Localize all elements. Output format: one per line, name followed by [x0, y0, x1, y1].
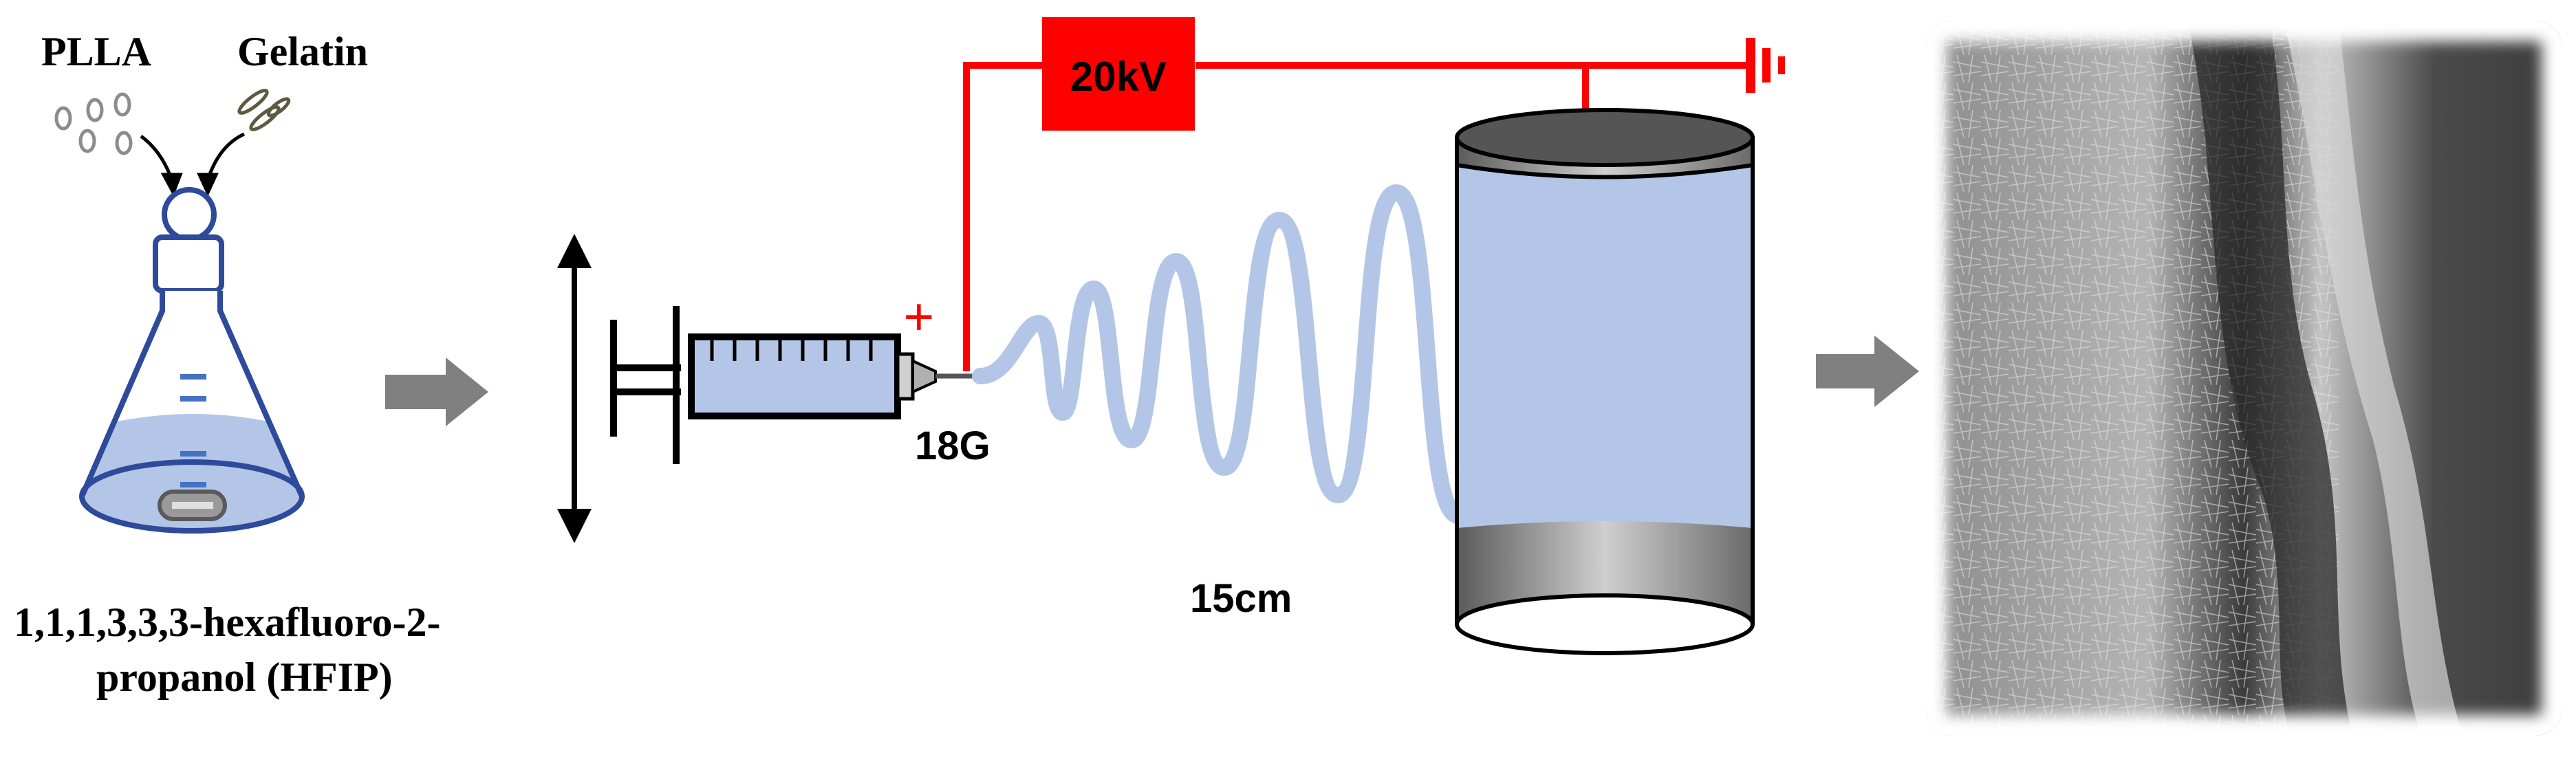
syringe-icon	[610, 306, 980, 464]
solvent-label-line1: 1,1,1,3,3,3-hexafluoro-2-	[14, 600, 441, 645]
polymer-jet-whip	[972, 184, 1508, 525]
pour-arrows-icon	[140, 132, 246, 197]
positive-terminal-label: +	[903, 287, 935, 348]
gelatin-label: Gelatin	[237, 29, 368, 74]
process-arrow-1	[385, 358, 488, 426]
process-arrow-2	[1816, 336, 1919, 407]
pump-motion-arrow-icon	[557, 234, 592, 543]
sem-micrograph-image	[1926, 21, 2562, 736]
distance-label: 15cm	[1190, 576, 1292, 621]
erlenmeyer-flask-icon	[79, 187, 305, 534]
stir-bar-icon	[158, 490, 227, 521]
plla-pellets-icon	[54, 92, 133, 155]
ground-symbol-icon	[1746, 38, 1785, 93]
voltage-label: 20kV	[1070, 54, 1167, 100]
power-supply-box	[1042, 17, 1195, 131]
gelatin-granules-icon	[237, 89, 291, 131]
solvent-label-line2: propanol (HFIP)	[96, 655, 393, 700]
plla-label: PLLA	[41, 29, 151, 74]
rotating-drum-collector-icon	[1455, 108, 1755, 655]
needle-gauge-label: 18G	[915, 424, 991, 468]
